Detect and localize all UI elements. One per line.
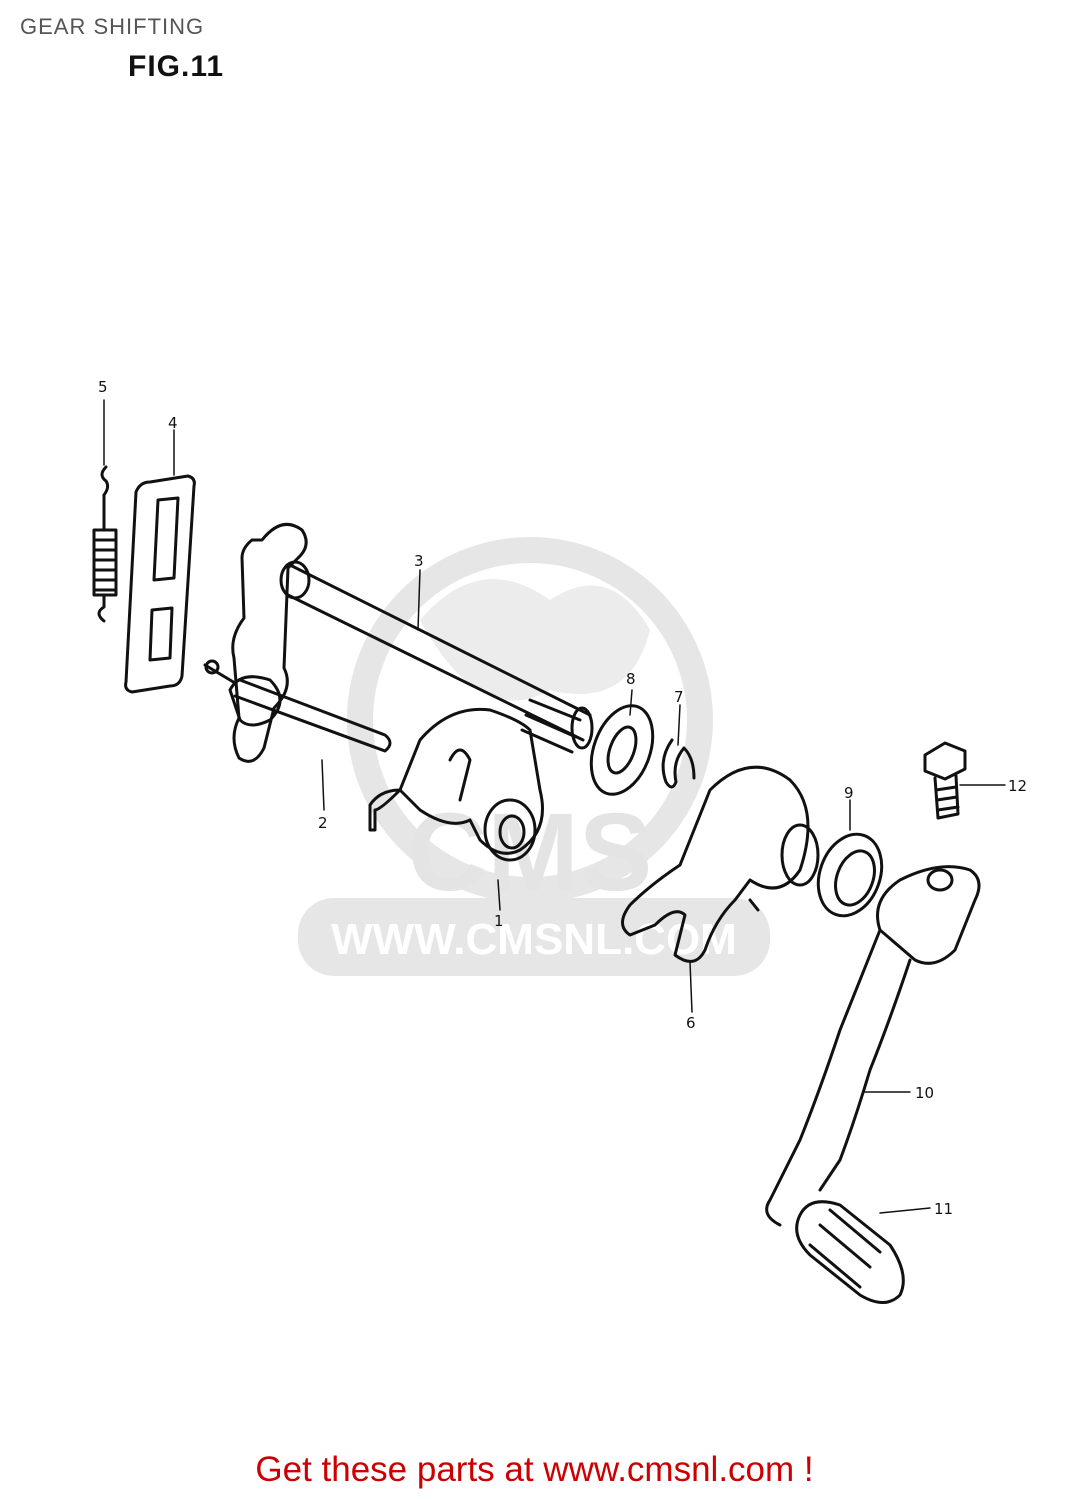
callout-1: 1 — [494, 912, 504, 930]
callout-12: 12 — [1008, 777, 1027, 795]
foot-peg-part — [795, 1200, 905, 1304]
bolt-part — [923, 741, 967, 820]
figure-label: FIG.11 — [128, 50, 225, 83]
spring-part — [92, 465, 118, 623]
callout-6: 6 — [686, 1014, 696, 1032]
watermark-banner — [298, 898, 770, 976]
clip-part — [661, 738, 696, 789]
callout-7: 7 — [674, 688, 684, 706]
washer-part — [589, 704, 655, 796]
watermark-logo-face — [420, 579, 650, 701]
callout-11: 11 — [934, 1200, 953, 1218]
callout-5: 5 — [98, 378, 108, 396]
pin-shaft-part — [203, 659, 392, 753]
callout-labels: 5 4 3 2 1 8 7 6 9 12 10 11 — [98, 378, 1027, 1218]
callout-3: 3 — [414, 552, 424, 570]
plate-part — [124, 474, 196, 694]
shifter-body-part — [368, 707, 544, 862]
parts-diagram: CMS WWW.CMSNL.COM — [92, 378, 1027, 1304]
callout-9: 9 — [844, 784, 854, 802]
callout-8: 8 — [626, 670, 636, 688]
section-title: GEAR SHIFTING — [20, 14, 205, 39]
fork-arm-part — [621, 765, 820, 963]
shift-lever-part — [765, 865, 981, 1227]
watermark-logo-ring — [347, 537, 713, 903]
callout-4: 4 — [168, 414, 178, 432]
leader-lines — [103, 399, 1006, 1214]
callout-2: 2 — [318, 814, 328, 832]
callout-10: 10 — [915, 1084, 934, 1102]
footer-link[interactable]: Get these parts at www.cmsnl.com ! — [255, 1450, 814, 1489]
watermark-url: WWW.CMSNL.COM — [331, 915, 737, 964]
bearing-part — [816, 832, 884, 918]
